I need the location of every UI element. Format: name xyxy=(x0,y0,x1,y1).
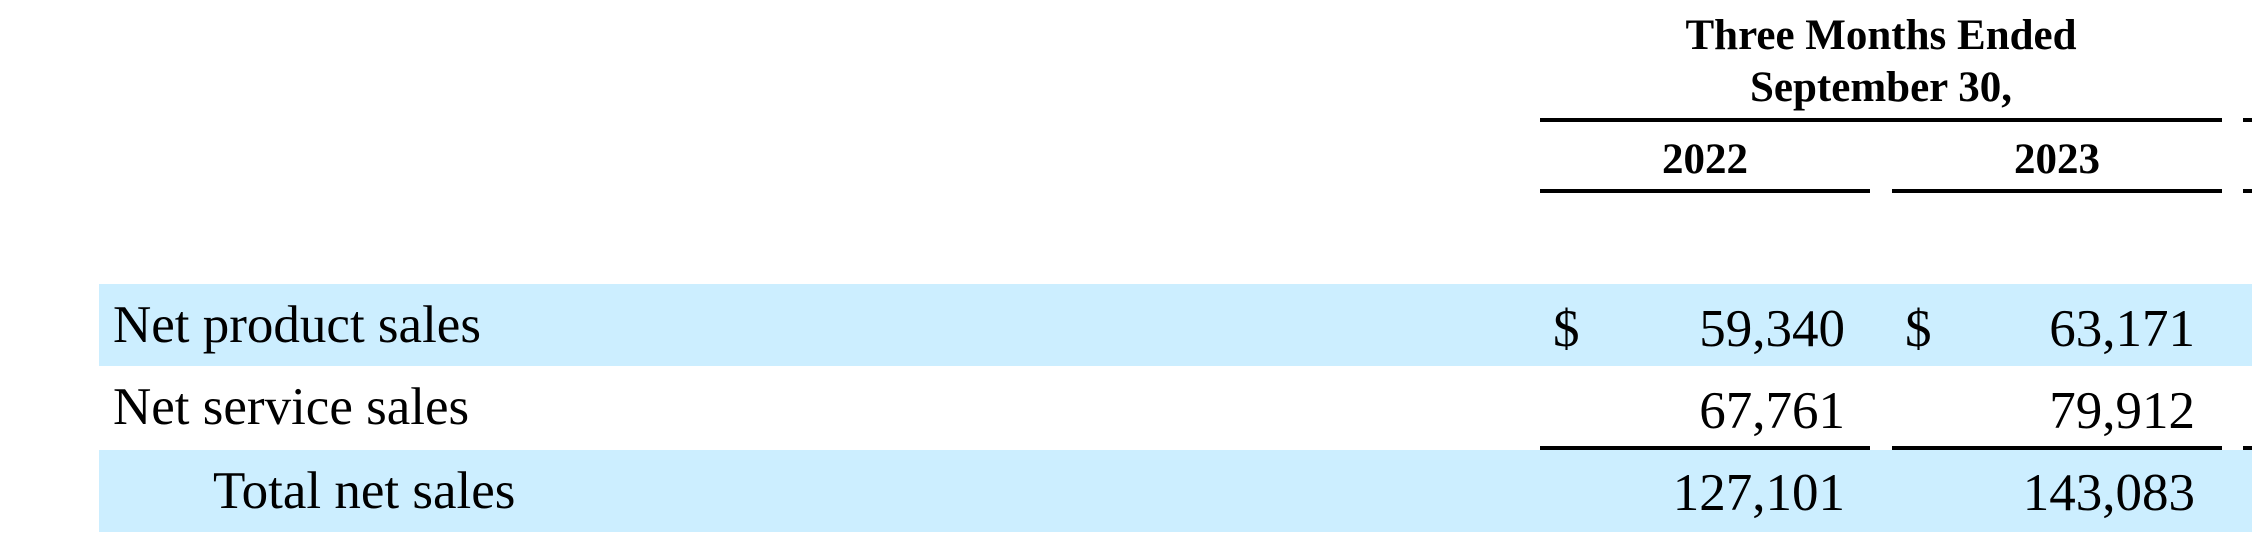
value-2023: 63,171 xyxy=(2049,300,2195,358)
value-2023: 143,083 xyxy=(2022,464,2195,522)
year-rule-next xyxy=(2243,189,2252,193)
currency-symbol-2022: $ xyxy=(1553,300,1580,358)
period-header-rule xyxy=(1540,118,2222,122)
currency-symbol-2023: $ xyxy=(1905,300,1932,358)
row-label: Net product sales xyxy=(113,296,481,354)
period-header-line1: Three Months Ended xyxy=(1685,12,2077,59)
subtotal-rule-next xyxy=(2243,446,2252,450)
period-header-line2: September 30, xyxy=(1750,64,2012,111)
row-label-total: Total net sales xyxy=(213,462,516,520)
period-header: Three Months Ended September 30, xyxy=(1540,10,2222,114)
value-2022: 59,340 xyxy=(1699,300,1845,358)
year-header-2022: 2022 xyxy=(1662,136,1748,183)
year-rule-2023 xyxy=(1892,189,2222,193)
row-band-total-net-sales xyxy=(99,450,2252,532)
year-header-2023: 2023 xyxy=(2014,136,2100,183)
value-2023: 79,912 xyxy=(2049,382,2195,440)
value-2022: 127,101 xyxy=(1672,464,1845,522)
subtotal-rule-2022 xyxy=(1540,446,1870,450)
subtotal-rule-2023 xyxy=(1892,446,2222,450)
row-label: Net service sales xyxy=(113,378,470,436)
value-2022: 67,761 xyxy=(1699,382,1845,440)
period-header-rule-next xyxy=(2243,118,2252,122)
row-band-net-product-sales xyxy=(99,284,2252,366)
year-rule-2022 xyxy=(1540,189,1870,193)
